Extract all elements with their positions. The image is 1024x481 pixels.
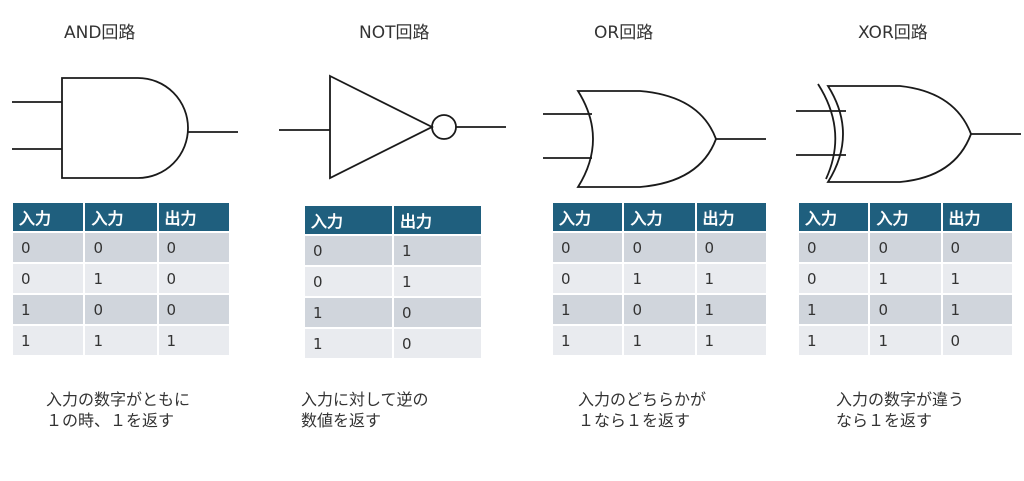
cell: 0 <box>84 293 159 325</box>
header-input-1: 入力 <box>553 203 625 232</box>
cell: 1 <box>941 262 1012 294</box>
header-input-2: 入力 <box>869 203 943 232</box>
cell: 0 <box>13 231 86 263</box>
and-description-line-2: １の時、１を返す <box>46 411 175 430</box>
header-input-2: 入力 <box>623 203 697 232</box>
header-output: 出力 <box>941 203 1012 232</box>
cell: 1 <box>869 324 943 355</box>
cell: 0 <box>84 231 159 263</box>
xor-description: 入力の数字が違う なら１を返す <box>836 389 964 431</box>
cell: 1 <box>695 293 766 325</box>
header-output: 出力 <box>157 203 229 232</box>
cell: 0 <box>623 231 697 263</box>
not-gate-title: NOT回路 <box>359 23 430 43</box>
cell: 0 <box>553 262 625 294</box>
cell: 0 <box>305 234 394 266</box>
xor-description-line-2: なら１を返す <box>836 411 933 430</box>
cell: 1 <box>799 324 871 355</box>
cell: 1 <box>393 234 481 266</box>
cell: 1 <box>623 324 697 355</box>
cell: 1 <box>305 327 394 358</box>
cell: 1 <box>305 296 394 328</box>
and-description-line-1: 入力の数字がともに <box>46 390 191 409</box>
xor-gate-title: XOR回路 <box>858 23 928 43</box>
cell: 1 <box>941 293 1012 325</box>
not-description: 入力に対して逆の 数値を返す <box>301 389 429 431</box>
or-description-line-1: 入力のどちらかが <box>578 390 707 409</box>
header-input-2: 入力 <box>84 203 159 232</box>
and-description: 入力の数字がともに １の時、１を返す <box>46 389 190 431</box>
cell: 1 <box>84 324 159 355</box>
and-gate-symbol <box>12 77 238 179</box>
header-output: 出力 <box>695 203 766 232</box>
header-output: 出力 <box>393 206 481 235</box>
cell: 0 <box>393 296 481 328</box>
cell: 1 <box>695 262 766 294</box>
cell: 0 <box>157 262 229 294</box>
cell: 0 <box>623 293 697 325</box>
header-input: 入力 <box>305 206 394 235</box>
cell: 0 <box>695 231 766 263</box>
header-input-1: 入力 <box>799 203 871 232</box>
table-header-row: 入力 入力 出力 <box>799 203 1012 232</box>
and-gate-title: AND回路 <box>64 23 136 43</box>
cell: 1 <box>13 293 86 325</box>
cell: 0 <box>799 231 871 263</box>
cell: 0 <box>941 324 1012 355</box>
cell: 0 <box>157 293 229 325</box>
xor-description-line-1: 入力の数字が違う <box>836 390 965 409</box>
table-header-row: 入力 出力 <box>305 206 481 235</box>
or-gate-title: OR回路 <box>594 23 654 43</box>
cell: 1 <box>393 265 481 297</box>
cell: 1 <box>553 293 625 325</box>
table-header-row: 入力 入力 出力 <box>13 203 229 232</box>
not-description-line-2: 数値を返す <box>301 411 382 430</box>
cell: 1 <box>799 293 871 325</box>
or-description: 入力のどちらかが １なら１を返す <box>578 389 706 431</box>
cell: 1 <box>13 324 86 355</box>
cell: 1 <box>869 262 943 294</box>
cell: 0 <box>305 265 394 297</box>
table-header-row: 入力 入力 出力 <box>553 203 766 232</box>
not-gate-symbol <box>279 74 506 180</box>
xor-gate-symbol <box>796 83 1021 183</box>
header-input-1: 入力 <box>13 203 86 232</box>
cell: 1 <box>157 324 229 355</box>
cell: 1 <box>84 262 159 294</box>
not-description-line-1: 入力に対して逆の <box>301 390 429 409</box>
cell: 0 <box>869 231 943 263</box>
cell: 0 <box>157 231 229 263</box>
cell: 0 <box>869 293 943 325</box>
or-gate-symbol <box>543 90 766 188</box>
cell: 0 <box>941 231 1012 263</box>
cell: 0 <box>393 327 481 358</box>
cell: 0 <box>13 262 86 294</box>
cell: 0 <box>799 262 871 294</box>
cell: 0 <box>553 231 625 263</box>
cell: 1 <box>623 262 697 294</box>
cell: 1 <box>695 324 766 355</box>
or-description-line-2: １なら１を返す <box>578 411 691 430</box>
cell: 1 <box>553 324 625 355</box>
